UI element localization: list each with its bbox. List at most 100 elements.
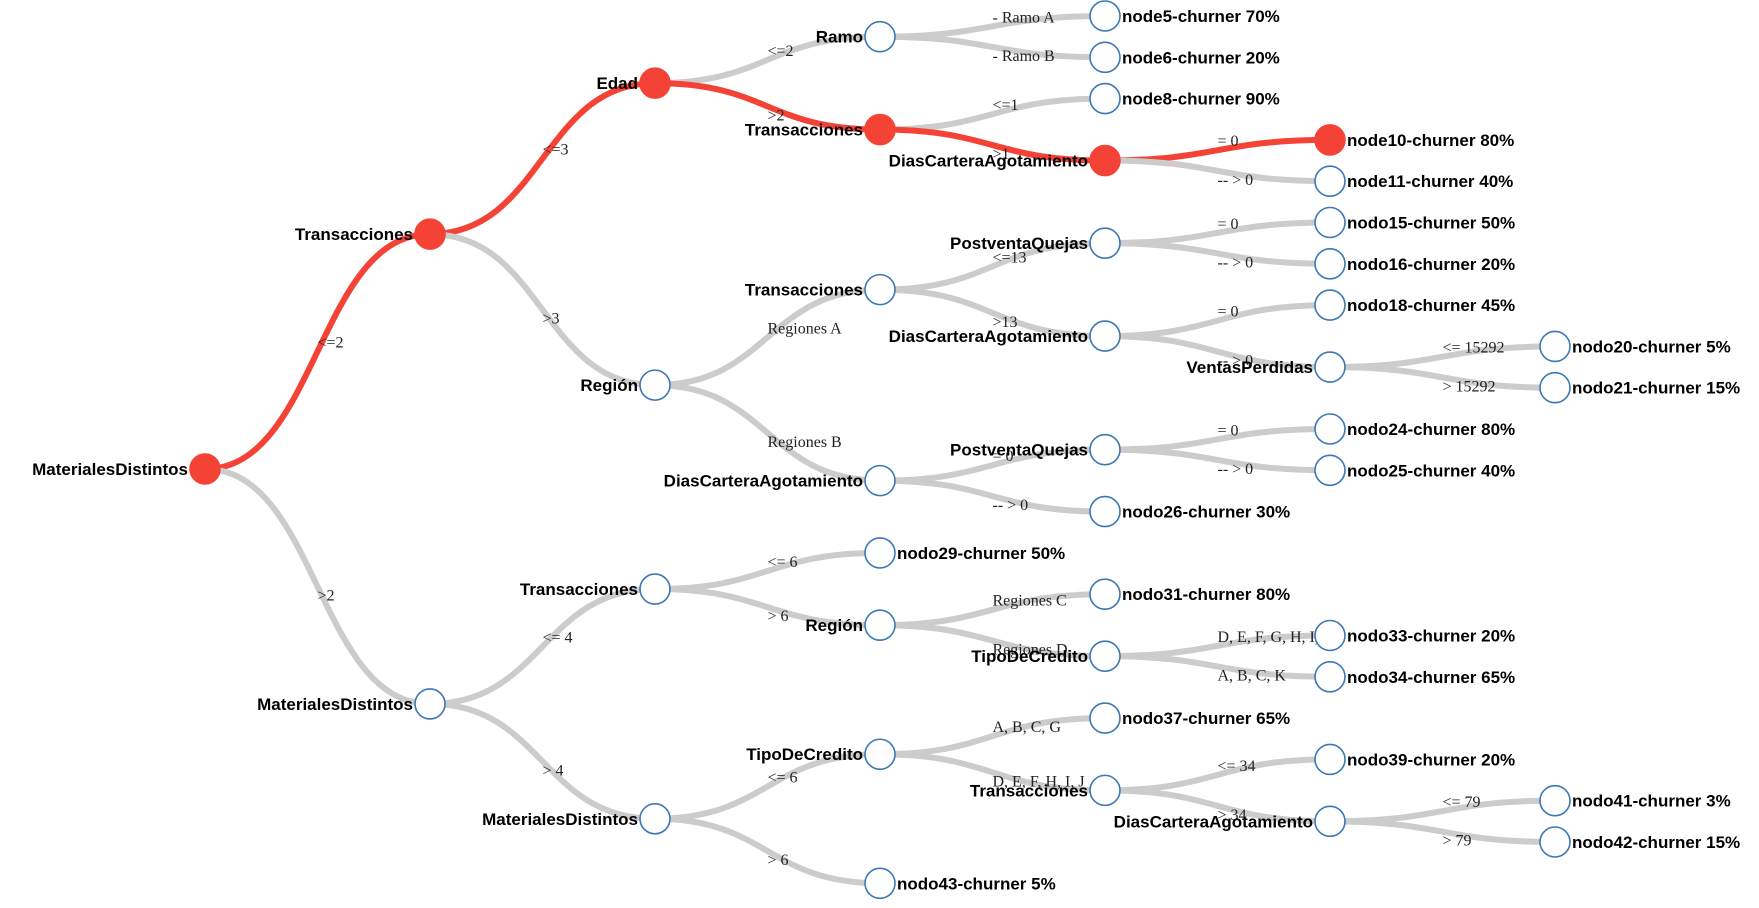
tree-node[interactable] xyxy=(639,573,671,605)
tree-node[interactable] xyxy=(414,688,446,720)
node-label: MaterialesDistintos xyxy=(257,695,413,714)
node-label: nodo41-churner 3% xyxy=(1572,792,1731,811)
edge-label: = 0 xyxy=(1218,133,1239,150)
tree-link xyxy=(654,33,881,87)
edge-label: A, B, C, K xyxy=(1218,667,1287,684)
tree-leaf-node[interactable] xyxy=(1089,702,1121,734)
tree-leaf-node[interactable] xyxy=(1089,0,1121,32)
tree-node[interactable] xyxy=(1089,227,1121,259)
node-label: TipoDeCredito xyxy=(971,647,1088,666)
tree-leaf-node[interactable] xyxy=(1089,578,1121,611)
edge-label: <= 34 xyxy=(1218,758,1256,775)
edge-label: <=2 xyxy=(768,43,794,60)
tree-node[interactable] xyxy=(1089,433,1121,466)
edge-labels: <=2<=3<=2- Ramo A- Ramo B>2<=1>1= 0-- > … xyxy=(318,9,1505,869)
node-label: PostventaQuejas xyxy=(950,441,1088,460)
tree-link xyxy=(1104,333,1331,371)
node-label: nodo29-churner 50% xyxy=(897,544,1065,563)
node-label: nodo24-churner 80% xyxy=(1347,420,1515,439)
node-label: node6-churner 20% xyxy=(1122,48,1280,67)
tree-node[interactable] xyxy=(639,369,671,401)
edge-label: -- > 0 xyxy=(993,497,1029,514)
node-label: Ramo xyxy=(816,28,863,47)
edge-label: Regiones D xyxy=(993,642,1068,659)
edge-label: D, E, F, G, H, I, J xyxy=(1218,629,1330,646)
edge-label: > 4 xyxy=(543,762,564,779)
node-label: DiasCarteraAgotamiento xyxy=(889,152,1088,171)
tree-link xyxy=(879,126,1106,164)
node-label: nodo16-churner 20% xyxy=(1347,255,1515,274)
tree-node[interactable] xyxy=(1089,640,1121,672)
tree-node[interactable] xyxy=(864,20,896,53)
tree-leaf-node[interactable] xyxy=(1089,82,1121,115)
node-label: nodo15-churner 50% xyxy=(1347,214,1515,233)
tree-node[interactable] xyxy=(1089,144,1121,177)
edge-label: -- > 0 xyxy=(1218,254,1254,271)
tree-node[interactable] xyxy=(189,453,221,485)
tree-link xyxy=(654,751,881,822)
tree-node[interactable] xyxy=(639,67,671,99)
tree-leaf-node[interactable] xyxy=(1314,206,1346,239)
tree-link xyxy=(1104,446,1331,474)
node-label: nodo37-churner 65% xyxy=(1122,709,1290,728)
node-label: nodo34-churner 65% xyxy=(1347,668,1515,687)
edge-label: > 6 xyxy=(768,852,789,869)
tree-link xyxy=(879,477,1106,515)
tree-leaf-node[interactable] xyxy=(864,537,896,569)
tree-node[interactable] xyxy=(414,218,446,250)
tree-leaf-node[interactable] xyxy=(864,867,896,900)
node-label: nodo20-churner 5% xyxy=(1572,337,1731,356)
tree-leaf-node[interactable] xyxy=(1089,495,1121,528)
tree-leaf-node[interactable] xyxy=(1314,660,1346,693)
node-label: node10-churner 80% xyxy=(1347,131,1514,150)
edge-label: > 6 xyxy=(768,608,789,625)
tree-node[interactable] xyxy=(1089,774,1121,807)
tree-node[interactable] xyxy=(1089,320,1121,352)
tree-node[interactable] xyxy=(864,464,896,497)
tree-node[interactable] xyxy=(639,802,671,835)
tree-link xyxy=(1104,787,1331,825)
node-label: nodo25-churner 40% xyxy=(1347,461,1515,480)
tree-leaf-node[interactable] xyxy=(1539,330,1571,363)
edge-label: > 79 xyxy=(1443,833,1472,850)
tree-link xyxy=(1104,240,1331,267)
edge-label: = 0 xyxy=(1218,304,1239,321)
edge-label: = 0 xyxy=(1218,216,1239,233)
tree-leaf-node[interactable] xyxy=(1314,124,1346,156)
tree-link xyxy=(1104,653,1331,680)
node-label: MaterialesDistintos xyxy=(32,460,188,479)
tree-node[interactable] xyxy=(864,609,896,641)
tree-leaf-node[interactable] xyxy=(1539,826,1571,858)
tree-node[interactable] xyxy=(864,113,896,146)
tree-leaf-node[interactable] xyxy=(1314,743,1346,776)
tree-leaf-node[interactable] xyxy=(1539,371,1571,404)
edge-label: Regiones A xyxy=(768,320,843,337)
tree-node[interactable] xyxy=(864,273,896,306)
node-label: Edad xyxy=(596,74,638,93)
node-label: Transacciones xyxy=(295,225,413,244)
edge-label: = 0 xyxy=(993,448,1014,465)
edge-label: Regiones B xyxy=(768,434,842,451)
node-label: MaterialesDistintos xyxy=(482,810,638,829)
tree-leaf-node[interactable] xyxy=(1539,784,1571,817)
edge-label: <=13 xyxy=(993,249,1027,266)
edge-label: >3 xyxy=(543,311,560,328)
tree-node[interactable] xyxy=(1314,351,1346,383)
tree-leaf-node[interactable] xyxy=(1314,619,1346,652)
tree-leaf-node[interactable] xyxy=(1314,413,1346,445)
node-label: PostventaQuejas xyxy=(950,234,1088,253)
tree-leaf-node[interactable] xyxy=(1314,454,1346,487)
node-label: TipoDeCredito xyxy=(746,745,863,764)
tree-leaf-node[interactable] xyxy=(1089,41,1121,74)
tree-leaf-node[interactable] xyxy=(1314,247,1346,280)
node-label: nodo18-churner 45% xyxy=(1347,296,1515,315)
tree-node[interactable] xyxy=(864,738,896,771)
edge-label: = 0 xyxy=(1218,422,1239,439)
tree-link xyxy=(879,622,1106,660)
tree-leaf-node[interactable] xyxy=(1314,165,1346,197)
tree-node[interactable] xyxy=(1314,805,1346,838)
node-label: DiasCarteraAgotamiento xyxy=(889,327,1088,346)
tree-leaf-node[interactable] xyxy=(1314,289,1346,321)
edge-label: >2 xyxy=(318,587,335,604)
edge-label: -- > 0 xyxy=(1218,172,1254,189)
